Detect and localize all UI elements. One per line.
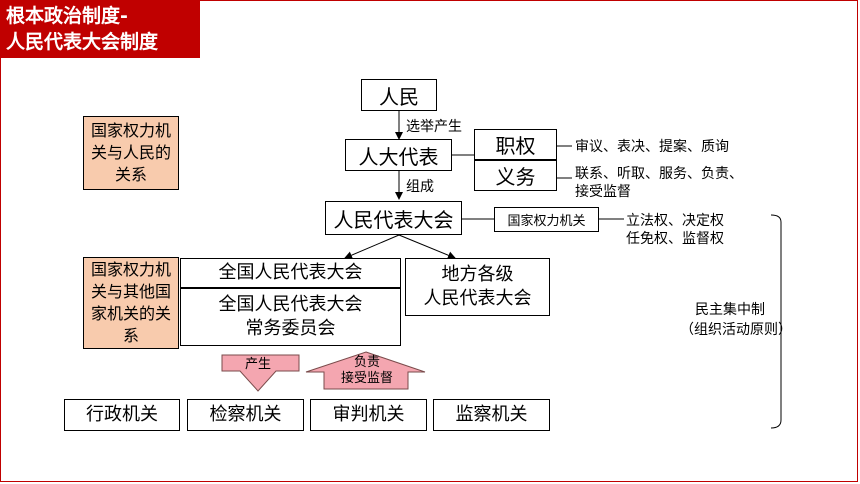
node-obligation: 义务 bbox=[474, 160, 557, 191]
node-duty: 职权 bbox=[474, 129, 557, 160]
responsible-arrow bbox=[305, 351, 426, 390]
arrow-npc-to-local bbox=[398, 234, 456, 260]
node-standing-committee: 全国人民代表大会 常务委员会 bbox=[180, 288, 401, 346]
node-procuratorate: 检察机关 bbox=[187, 399, 304, 431]
label-compose: 组成 bbox=[406, 179, 434, 195]
powers-line-1: 立法权、决定权 bbox=[626, 213, 724, 229]
responsible-line-1: 负责 bbox=[353, 355, 380, 370]
duty-items-text: 审议、表决、提案、质询 bbox=[575, 139, 729, 155]
standing-committee-line-1: 全国人民代表大会 bbox=[218, 294, 363, 315]
local-line-2: 人民代表大会 bbox=[423, 288, 532, 309]
obligation-items-text: 联系、听取、服务、负责、 接受监督 bbox=[575, 165, 743, 201]
label-responsible: 负责 接受监督 bbox=[332, 355, 402, 387]
principle-line-1: 民主集中制 bbox=[695, 302, 765, 318]
local-line-1: 地方各级 bbox=[441, 264, 514, 285]
principle-line-2: （组织活动原则） bbox=[680, 322, 792, 338]
principle-bracket bbox=[770, 214, 782, 429]
obligation-line-1: 联系、听取、服务、负责、 bbox=[575, 166, 743, 182]
obligation-line-2: 接受监督 bbox=[575, 184, 631, 200]
powers-text: 立法权、决定权 任免权、监督权 bbox=[626, 212, 724, 248]
node-deputies: 人大代表 bbox=[345, 139, 452, 171]
side-box-relation-people: 国家权力机关与人民的关系 bbox=[83, 116, 179, 190]
node-local-npc: 地方各级 人民代表大会 bbox=[405, 258, 550, 316]
node-court: 审判机关 bbox=[310, 399, 427, 431]
powers-line-2: 任免权、监督权 bbox=[626, 231, 724, 247]
title-line-1: 根本政治制度- bbox=[6, 5, 128, 27]
node-state-organ: 国家权力机关 bbox=[494, 207, 599, 232]
node-executive: 行政机关 bbox=[64, 399, 180, 431]
title-line-2: 人民代表大会制度 bbox=[6, 31, 159, 53]
node-people: 人民 bbox=[361, 79, 437, 111]
responsible-line-2: 接受监督 bbox=[340, 371, 393, 386]
principle-text: 民主集中制 （组织活动原则） bbox=[680, 300, 792, 340]
standing-committee-line-2: 常务委员会 bbox=[245, 318, 336, 339]
node-supervision: 监察机关 bbox=[433, 399, 550, 431]
side-box-relation-others: 国家权力机关与其他国家机关的关系 bbox=[83, 257, 179, 349]
label-elect: 选举产生 bbox=[406, 119, 462, 135]
slide-title: 根本政治制度- 人民代表大会制度 bbox=[0, 0, 200, 58]
node-npc-system: 人民代表大会 bbox=[325, 201, 462, 235]
label-produce: 产生 bbox=[245, 357, 272, 372]
produce-arrow bbox=[221, 354, 300, 392]
node-national-npc: 全国人民代表大会 bbox=[180, 258, 401, 288]
arrow-npc-to-national bbox=[344, 234, 400, 259]
